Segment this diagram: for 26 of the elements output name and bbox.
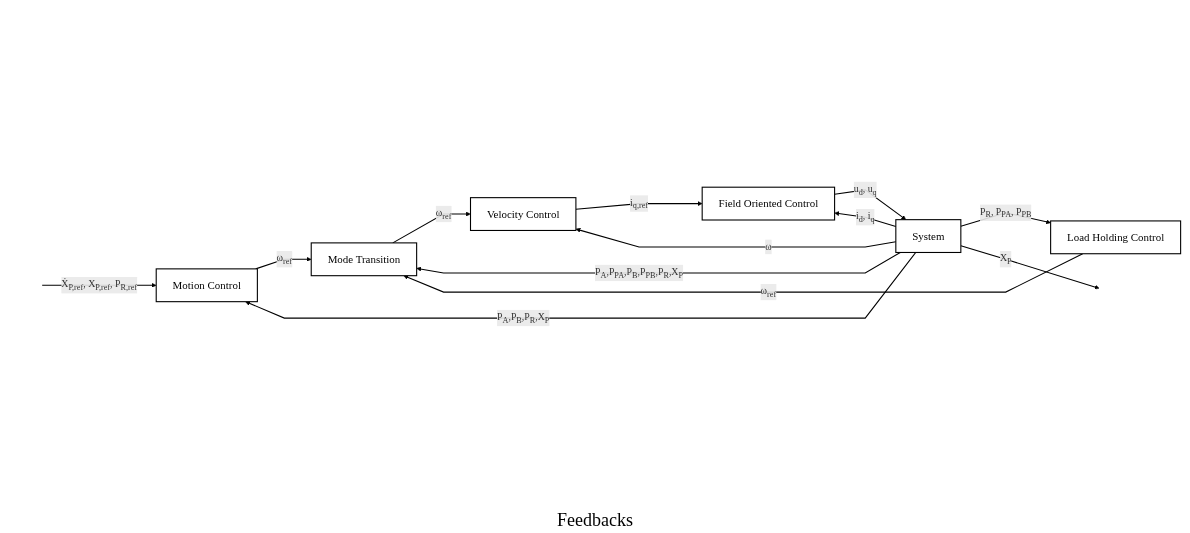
edge-label: i$_{d}$, i$_{q}$ xyxy=(855,209,875,226)
arrow xyxy=(960,245,1100,290)
edge-label: ω xyxy=(765,239,772,255)
arrow xyxy=(255,256,312,270)
arrow xyxy=(403,253,1084,293)
process-box: System xyxy=(895,219,962,253)
note-text: Feedbacks xyxy=(557,510,633,530)
process-box: Field Oriented Control xyxy=(701,186,836,221)
edge-label: u$_{d}$, u$_{q}$ xyxy=(853,181,877,199)
arrow xyxy=(245,251,917,319)
process-box: Velocity Control xyxy=(469,197,577,231)
edge-label: ω$_{ref}$ xyxy=(760,283,777,301)
process-box: Mode Transition xyxy=(310,242,418,277)
edge-label: P$_{A}$,P$_{B}$,P$_{R}$,X$_{P}$ xyxy=(497,309,550,327)
edge-label: i$_{q,ref}$ xyxy=(630,195,649,212)
arrow xyxy=(834,189,907,220)
arrow xyxy=(575,201,703,210)
edge-label: ω$_{ref}$ xyxy=(435,205,452,223)
edge-label: Ẋ$_{P,ref}$, X$_{P,ref}$, P$_{R,ref}$ xyxy=(61,277,138,294)
process-box: Load Holding Control xyxy=(1050,220,1182,255)
arrow xyxy=(392,211,471,244)
edge-label: ω$_{ref}$ xyxy=(276,251,293,268)
edge-label: P$_{A}$,P$_{PA}$,P$_{B}$,P$_{PB}$,P$_{R}$,X$_{P}$ xyxy=(595,264,684,282)
edge-label: X$_{P}$ xyxy=(999,251,1012,268)
process-box: Motion Control xyxy=(155,268,258,303)
edge-label: P$_{R}$, P$_{PA}$, P$_{PB}$ xyxy=(980,204,1032,221)
